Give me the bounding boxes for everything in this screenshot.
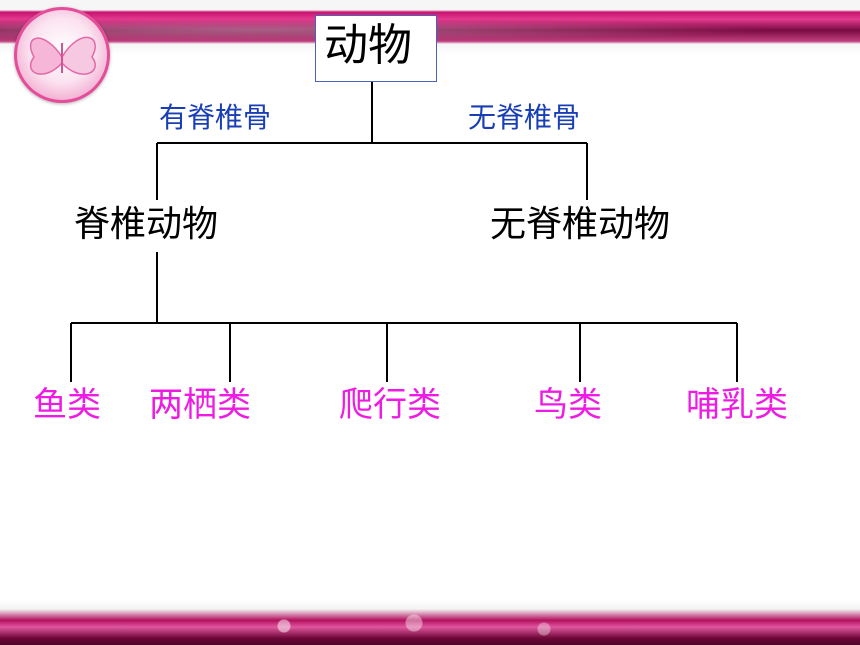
root-node-box [315, 15, 437, 82]
node-invertebrates: 无脊椎动物 [490, 204, 671, 245]
leaf-amphibians: 两栖类 [149, 385, 251, 425]
butterfly-logo [14, 7, 110, 103]
edge-label-invertebrate: 无脊椎骨 [468, 101, 581, 134]
footer-sparkles [180, 611, 700, 641]
butterfly-icon [29, 36, 96, 75]
root-node-label: 动物 [324, 20, 412, 71]
leaf-reptiles: 爬行类 [339, 385, 441, 425]
leaf-birds: 鸟类 [534, 385, 602, 425]
leaf-mammals: 哺乳类 [686, 385, 788, 425]
leaf-fish: 鱼类 [33, 385, 101, 425]
edge-label-vertebrate: 有脊椎骨 [159, 101, 272, 134]
footer-banner [0, 600, 860, 645]
node-vertebrates: 脊椎动物 [74, 204, 219, 245]
